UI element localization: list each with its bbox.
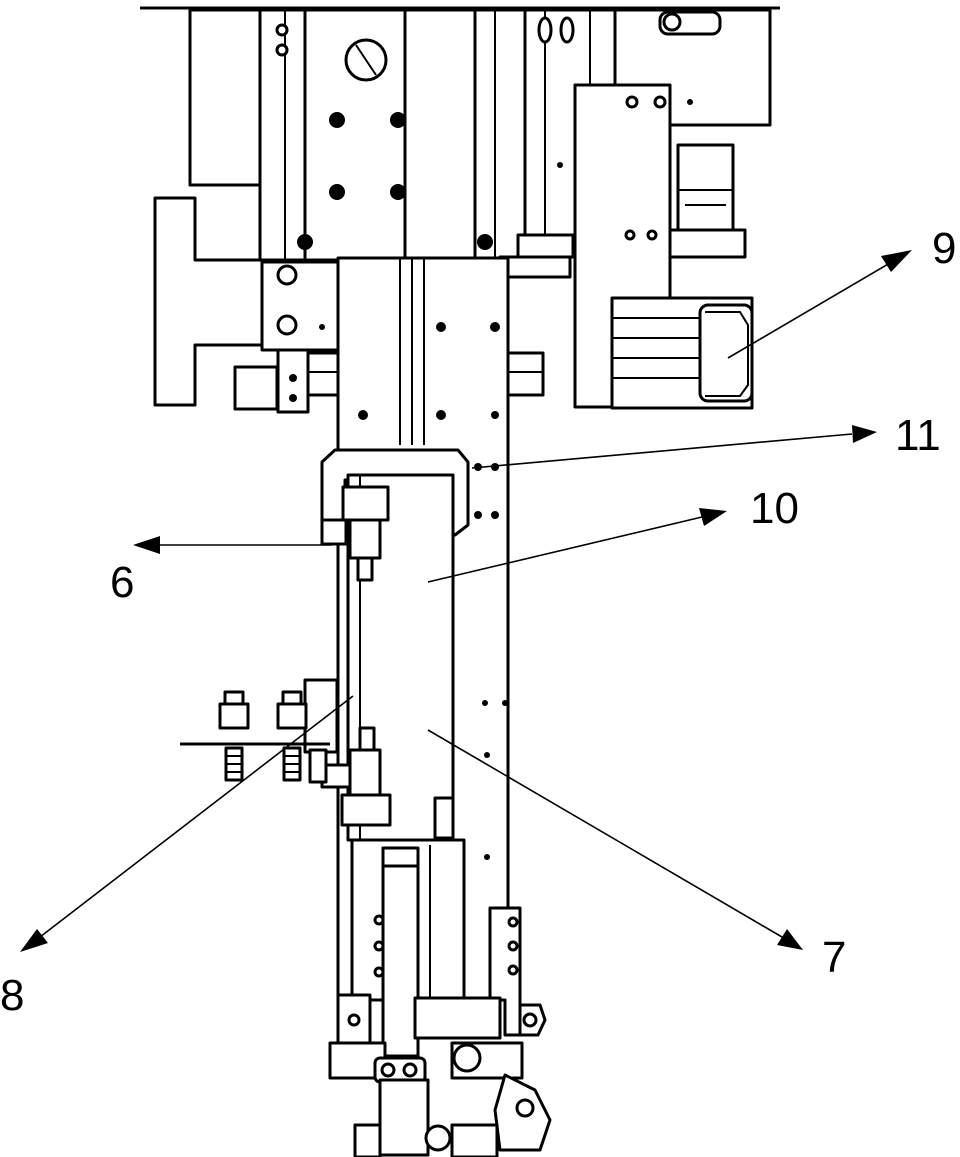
- right-plate-and-cylinder: [557, 83, 754, 410]
- lower-guide-assembly: [328, 838, 552, 1157]
- leader-line-9: [727, 250, 912, 359]
- leader-line-10: [427, 508, 727, 583]
- callout-label-6: 6: [110, 558, 134, 607]
- leader-line-6: [133, 536, 332, 554]
- main-cylinder: [320, 448, 470, 842]
- callout-label-11: 11: [895, 411, 941, 460]
- callout-label-7: 7: [822, 933, 846, 982]
- callout-label-9: 9: [932, 224, 956, 273]
- callout-label-8: 8: [0, 971, 24, 1020]
- sensor-bracket: [180, 678, 339, 784]
- leader-line-8: [20, 695, 354, 952]
- leader-line-11: [471, 425, 877, 469]
- leader-line-7: [427, 729, 803, 950]
- callout-label-10: 10: [750, 484, 799, 533]
